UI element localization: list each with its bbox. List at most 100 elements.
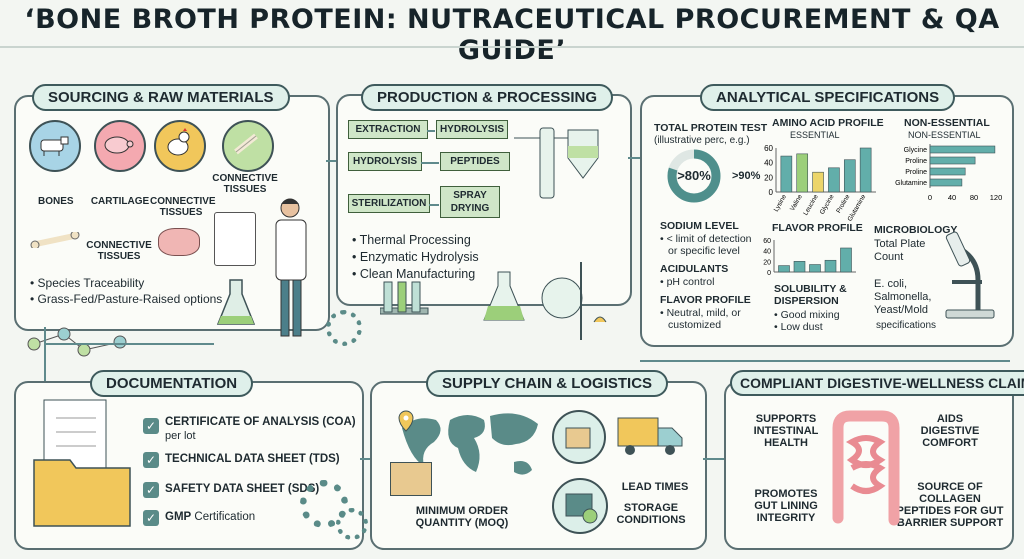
micro-spec: specifications — [876, 320, 937, 331]
scientist-illustration — [268, 196, 314, 344]
gear-icon — [326, 310, 362, 346]
micro-text-2: Count — [874, 251, 904, 263]
claim-4-line3: PEPTIDES FOR GUT — [896, 505, 1004, 517]
solubility-text-1: • Good mixing — [774, 309, 840, 321]
protein-donut-arc — [667, 149, 721, 203]
acidulants-text: • pH control — [660, 276, 715, 288]
doc-item-coa-sub: per lot — [165, 430, 196, 442]
flow-arrow — [421, 162, 439, 164]
y-tick-label: 40 — [763, 249, 771, 256]
bar — [780, 155, 793, 193]
flavor-text-1: • Neutral, mild, or — [660, 307, 741, 319]
moq-label-1: MINIMUM ORDER — [415, 505, 509, 517]
production-bullet-1: • Thermal Processing — [352, 233, 471, 247]
claim-4-line1: SOURCE OF — [917, 481, 983, 493]
acidulants-title: ACIDULANTS — [660, 263, 729, 275]
y-tick-label: Proline — [905, 158, 927, 165]
world-map-icon — [396, 404, 544, 496]
step-spray-drying: SPRAY DRYING — [440, 186, 500, 218]
connector-arrow — [703, 458, 724, 460]
check-icon: ✓ — [143, 510, 159, 526]
sodium-text-2: or specific level — [668, 245, 740, 257]
x-tick-label: 40 — [948, 193, 956, 202]
box-icon — [552, 410, 606, 464]
step-hydrolysis-1: HYDROLYSIS — [436, 120, 508, 139]
molecule-icon — [24, 322, 134, 364]
flow-arrow — [427, 130, 435, 132]
check-icon: ✓ — [143, 418, 159, 434]
production-heading: PRODUCTION & PROCESSING — [361, 84, 614, 111]
protein-value: >80% — [677, 168, 711, 183]
flask-illustration — [215, 278, 257, 328]
step-extraction: EXTRACTION — [348, 120, 428, 139]
nonessential-subtitle: NON-ESSENTIAL — [908, 130, 981, 140]
amino-chart-subtitle: ESSENTIAL — [790, 130, 840, 140]
claim-3-line1: PROMOTES — [754, 488, 818, 500]
sodium-title: SODIUM LEVEL — [660, 220, 739, 232]
x-tick-label: Lysine — [773, 193, 789, 213]
y-tick-label: Glycine — [904, 147, 927, 154]
moq-label-2: QUANTITY (MOQ) — [415, 517, 509, 529]
solubility-text-2: • Low dust — [774, 321, 823, 333]
claim-2-line2: DIGESTIVE — [920, 425, 980, 437]
protein-test-title: TOTAL PROTEIN TEST — [654, 122, 768, 134]
sourcing-bullet-2: • Grass-Fed/Pasture-Raised options — [30, 292, 223, 306]
protein-side-value: >90% — [732, 170, 761, 182]
micro-text-3: E. coli, — [874, 278, 908, 290]
bar — [840, 247, 852, 273]
title-divider — [0, 46, 1024, 48]
nonessential-title: NON-ESSENTIAL — [904, 117, 990, 129]
claim-3-line2: GUT LINING — [754, 500, 818, 512]
bar — [843, 159, 856, 193]
doc-item-sds: SAFETY DATA SHEET (SDS) — [165, 483, 320, 495]
page-title: ‘BONE BROTH PROTEIN: NUTRACEUTICAL PROCU… — [24, 4, 1000, 66]
storage-box-icon — [552, 478, 608, 534]
chicken-icon — [154, 120, 206, 172]
x-tick-label: Glycine — [819, 193, 836, 216]
x-tick-label: Leucine — [802, 193, 820, 217]
check-icon: ✓ — [143, 452, 159, 468]
protein-donut — [666, 148, 722, 204]
microscope-icon — [938, 222, 998, 322]
y-tick-label: 20 — [764, 173, 773, 182]
sourcing-heading: SOURCING & RAW MATERIALS — [32, 84, 290, 111]
bar — [859, 147, 872, 193]
bar — [809, 264, 821, 273]
bar — [793, 261, 806, 273]
cow-icon — [29, 120, 81, 172]
lead-times-label: LEAD TIMES — [621, 481, 689, 493]
sourcing-label-cartilage: CARTILAGE — [90, 196, 150, 207]
connective-tissues-label: CONNECTIVE TISSUES — [86, 240, 152, 262]
folder-icon — [30, 398, 134, 532]
y-tick-label: 0 — [769, 188, 774, 197]
bar — [778, 265, 790, 273]
amino-chart-title: AMINO ACID PROFILE — [772, 117, 884, 129]
claim-2-line3: COMFORT — [922, 437, 978, 449]
meat-illustration — [158, 228, 200, 256]
claim-2-line1: AIDS — [936, 413, 964, 425]
x-tick-label: 80 — [970, 193, 978, 202]
claim-1-line2: INTESTINAL — [753, 425, 819, 437]
x-tick-label: Proline — [835, 193, 851, 214]
micro-text-1: Total Plate — [874, 238, 926, 250]
connector-arrow — [628, 157, 640, 159]
y-tick-label: 20 — [763, 259, 771, 266]
truck-icon — [616, 414, 686, 458]
claim-4-line2: COLLAGEN — [919, 493, 981, 505]
documentation-heading: DOCUMENTATION — [90, 370, 254, 397]
sourcing-label-connective-1: CONNECTIVE TISSUES — [150, 196, 216, 218]
flavor-title: FLAVOR PROFILE — [660, 294, 751, 306]
protein-test-note: (illustrative perc, e.g.) — [654, 135, 750, 146]
bar — [812, 171, 824, 193]
step-peptides: PEPTIDES — [440, 152, 510, 171]
gear-icon — [336, 508, 368, 540]
x-tick-label: 0 — [928, 193, 932, 202]
connector-line — [44, 343, 214, 345]
claim-1-line3: HEALTH — [764, 437, 808, 449]
flavor-text-2: customized — [668, 319, 722, 331]
y-tick-label: 0 — [767, 270, 771, 276]
lab-equipment-illustration — [379, 232, 630, 342]
column-illustration — [512, 118, 612, 208]
